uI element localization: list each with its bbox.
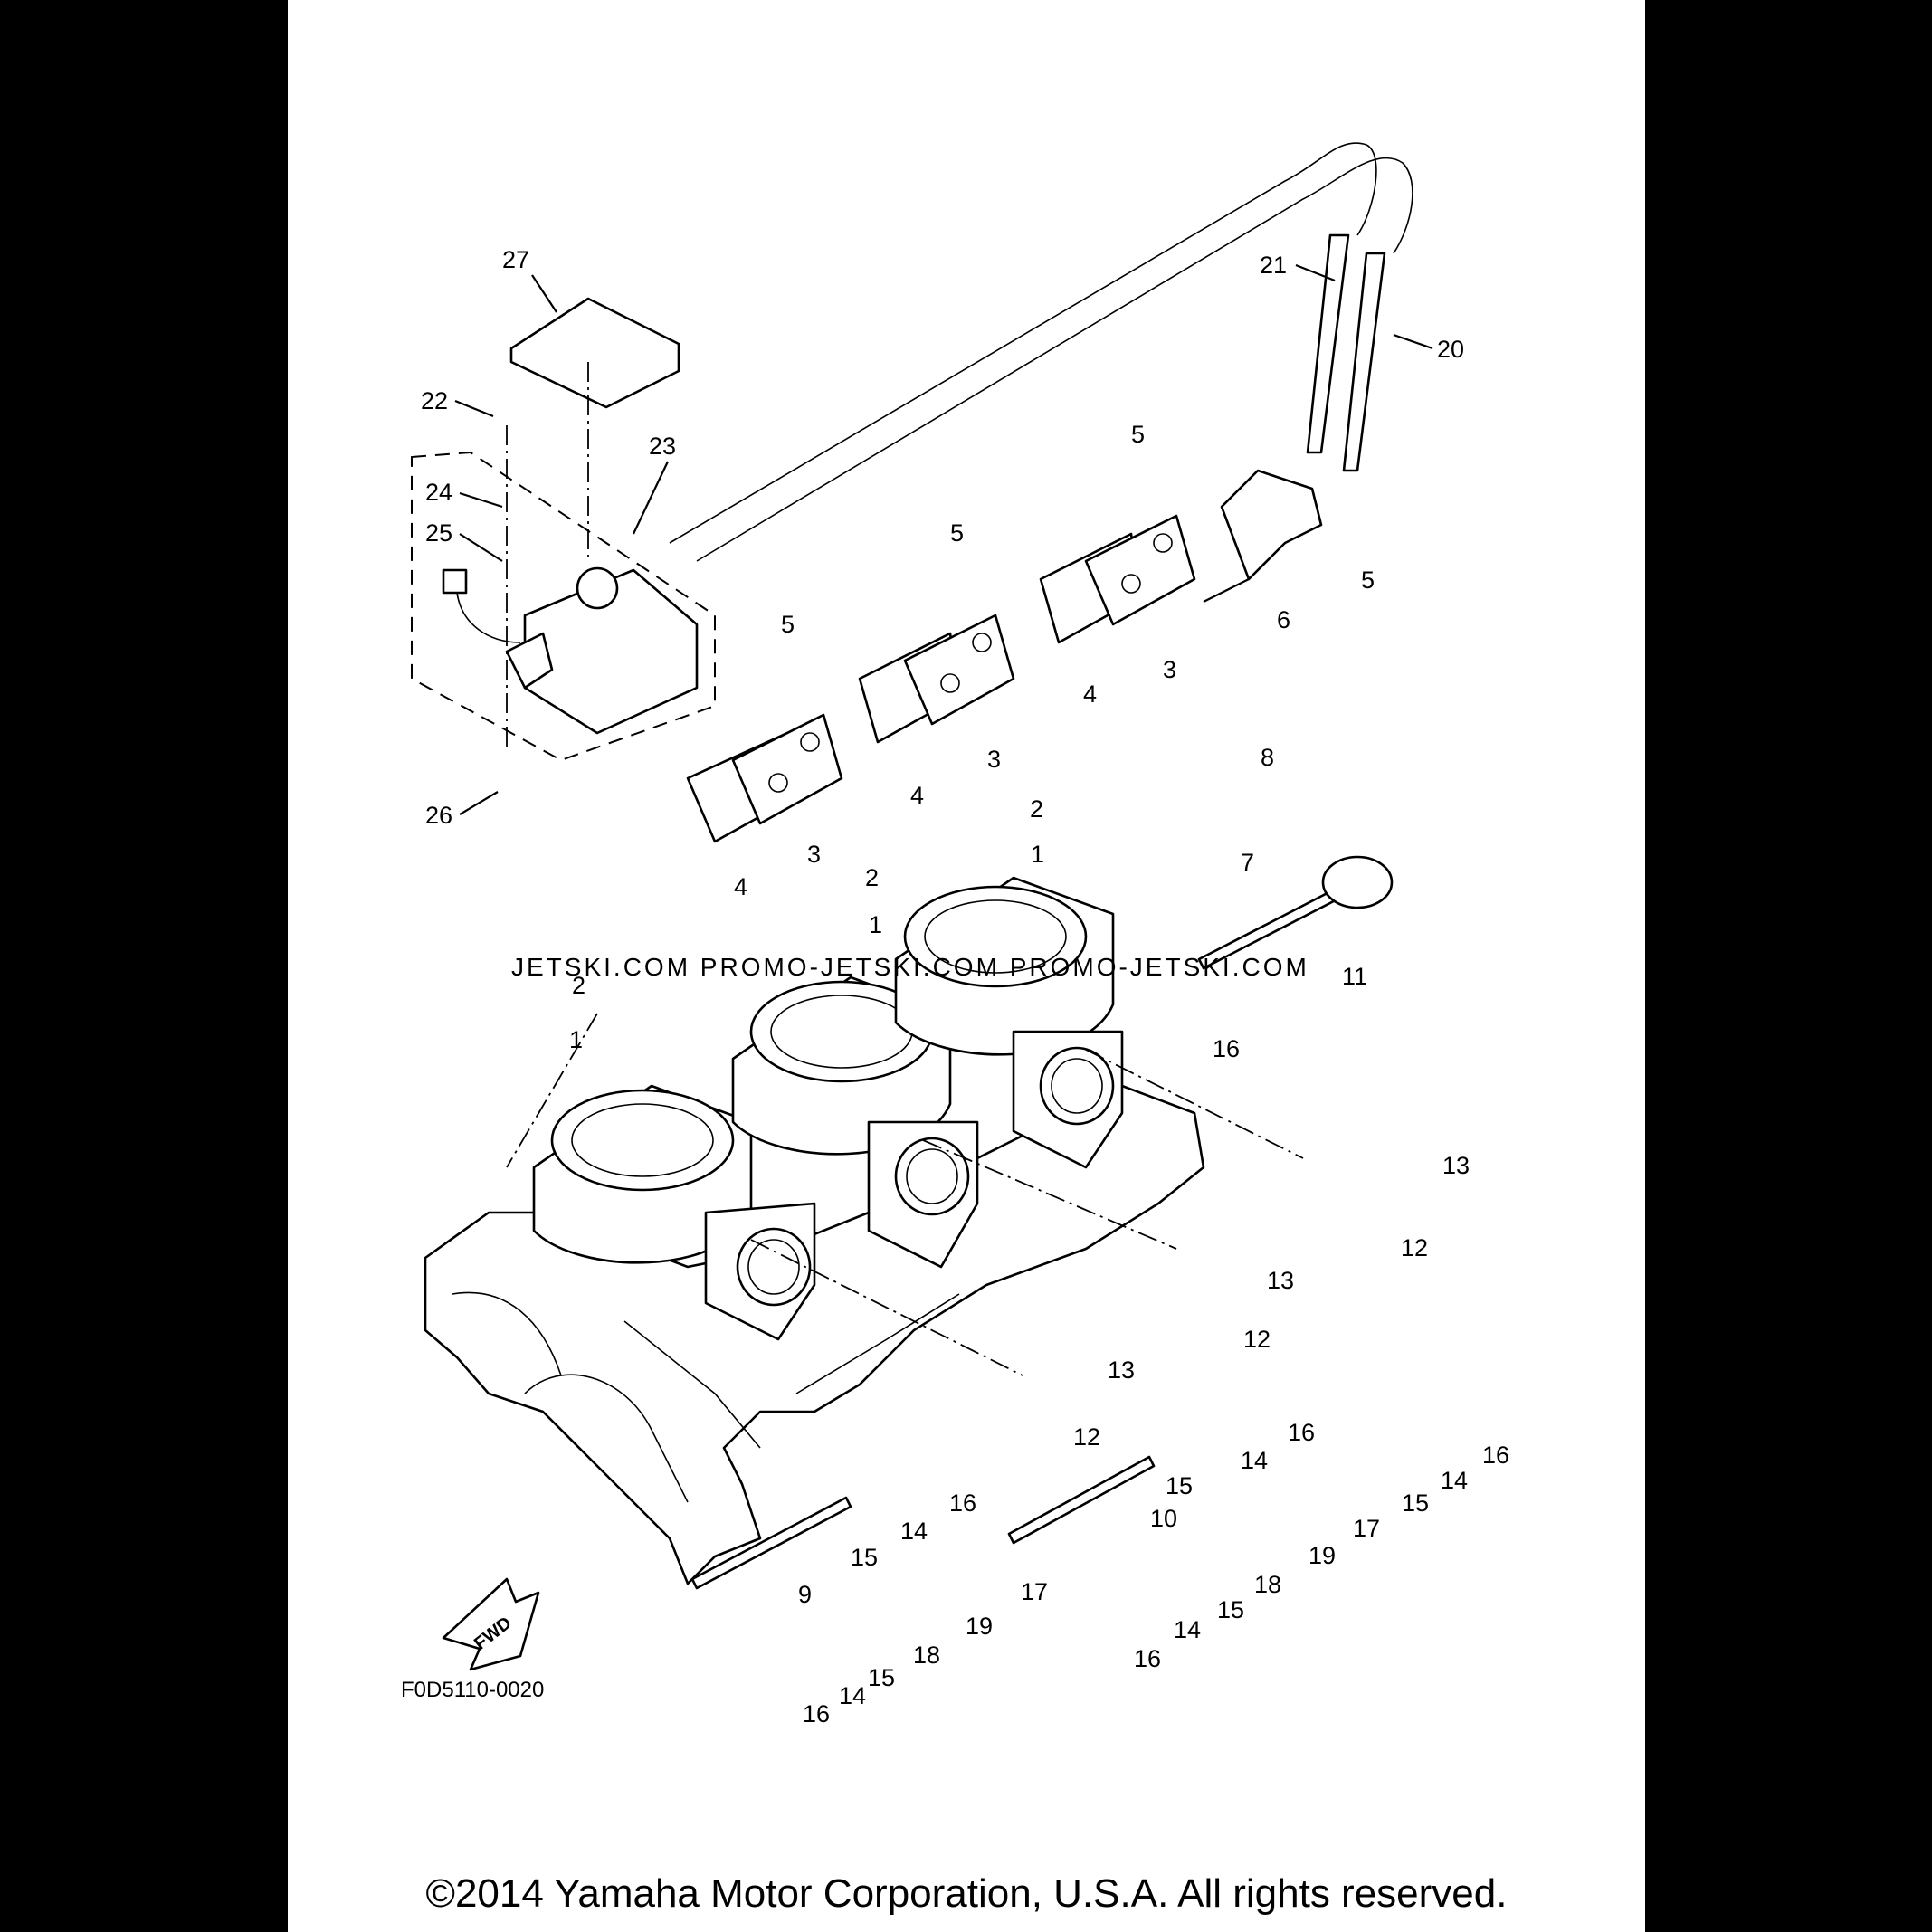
callout-19b: 19 xyxy=(966,1613,993,1640)
valve-cover-set-1 xyxy=(686,713,843,843)
figure-code: F0D5110-0020 xyxy=(401,1678,544,1702)
callout-1b: 1 xyxy=(869,911,882,938)
callout-4c: 4 xyxy=(734,873,747,900)
servo-cover-27 xyxy=(509,297,680,409)
assembly-lines xyxy=(506,362,1304,1376)
valve-cover-set-3 xyxy=(1039,514,1196,644)
callout-3a: 3 xyxy=(1163,656,1176,683)
callout-11: 11 xyxy=(1342,963,1367,990)
callout-5c: 5 xyxy=(781,611,795,638)
callout-12c: 12 xyxy=(1073,1423,1100,1451)
callout-22: 22 xyxy=(421,387,448,414)
callout-17b: 17 xyxy=(1021,1578,1048,1605)
callout-15e: 15 xyxy=(868,1664,895,1691)
callout-5b: 5 xyxy=(950,519,964,547)
callout-27: 27 xyxy=(502,246,529,273)
cylinder-1 xyxy=(532,1084,816,1341)
callout-7: 7 xyxy=(1241,849,1254,876)
callout-1c: 1 xyxy=(569,1026,583,1053)
watermark-text: JETSKI.COM PROMO-JETSKI.COM PROMO-JETSKI… xyxy=(511,953,1309,981)
callout-labels: 27 22 23 24 25 26 21 20 5 5 5 5 6 3 3 3 … xyxy=(421,246,1509,1727)
callout-14a: 14 xyxy=(1241,1447,1268,1474)
servo-cables xyxy=(669,142,1413,562)
callout-23: 23 xyxy=(649,433,676,460)
shaft-10 xyxy=(1007,1455,1156,1545)
callout-15d: 15 xyxy=(1217,1596,1244,1623)
leader-lines xyxy=(454,263,1433,815)
cylinder-3 xyxy=(894,876,1124,1169)
fwd-arrow-icon: FWD xyxy=(442,1577,540,1671)
callout-13c: 13 xyxy=(1108,1356,1135,1384)
callout-16f: 16 xyxy=(803,1700,830,1727)
callout-15c: 15 xyxy=(851,1544,878,1571)
callout-16d: 16 xyxy=(949,1489,976,1517)
callout-8: 8 xyxy=(1261,744,1274,771)
callout-4a: 4 xyxy=(1083,680,1097,708)
callout-2a: 2 xyxy=(1030,795,1043,823)
bracket-6 xyxy=(1220,469,1323,581)
shaft-9 xyxy=(690,1496,852,1590)
callout-10: 10 xyxy=(1150,1505,1177,1532)
servo-motor-assembly xyxy=(411,451,716,762)
callout-14c: 14 xyxy=(900,1518,928,1545)
valve-cover-set-2 xyxy=(858,614,1015,744)
callout-13a: 13 xyxy=(1442,1152,1470,1179)
callout-14d: 14 xyxy=(1174,1616,1201,1643)
callout-3b: 3 xyxy=(987,746,1001,773)
callout-25: 25 xyxy=(425,519,452,547)
callout-13b: 13 xyxy=(1267,1267,1294,1294)
callout-19a: 19 xyxy=(1309,1542,1336,1569)
callout-14e: 14 xyxy=(839,1682,866,1709)
callout-5d: 5 xyxy=(1361,566,1375,594)
shaft-11-disc xyxy=(1321,855,1394,909)
copyright-notice: ©2014 Yamaha Motor Corporation, U.S.A. A… xyxy=(425,1871,1508,1916)
callout-2c: 2 xyxy=(572,972,585,999)
callout-12b: 12 xyxy=(1243,1326,1271,1353)
callout-9: 9 xyxy=(798,1581,812,1608)
callout-20: 20 xyxy=(1437,336,1464,363)
callout-21: 21 xyxy=(1260,252,1287,279)
callout-3c: 3 xyxy=(807,841,821,868)
callout-6: 6 xyxy=(1277,606,1290,633)
callout-16c: 16 xyxy=(1482,1442,1509,1469)
callout-16a: 16 xyxy=(1213,1035,1240,1062)
callout-5a: 5 xyxy=(1131,421,1145,448)
callout-15a: 15 xyxy=(1166,1472,1193,1499)
callout-2b: 2 xyxy=(865,864,879,891)
callout-1a: 1 xyxy=(1031,841,1044,868)
callout-15b: 15 xyxy=(1402,1489,1429,1517)
callout-18b: 18 xyxy=(913,1642,940,1669)
callout-26: 26 xyxy=(425,802,452,829)
callout-16e: 16 xyxy=(1134,1645,1161,1672)
callout-14b: 14 xyxy=(1441,1467,1468,1494)
callout-18a: 18 xyxy=(1254,1571,1281,1598)
callout-16b: 16 xyxy=(1288,1419,1315,1446)
callout-24: 24 xyxy=(425,479,452,506)
callout-4b: 4 xyxy=(910,782,924,809)
callout-17a: 17 xyxy=(1353,1515,1380,1542)
callout-12a: 12 xyxy=(1401,1234,1428,1261)
